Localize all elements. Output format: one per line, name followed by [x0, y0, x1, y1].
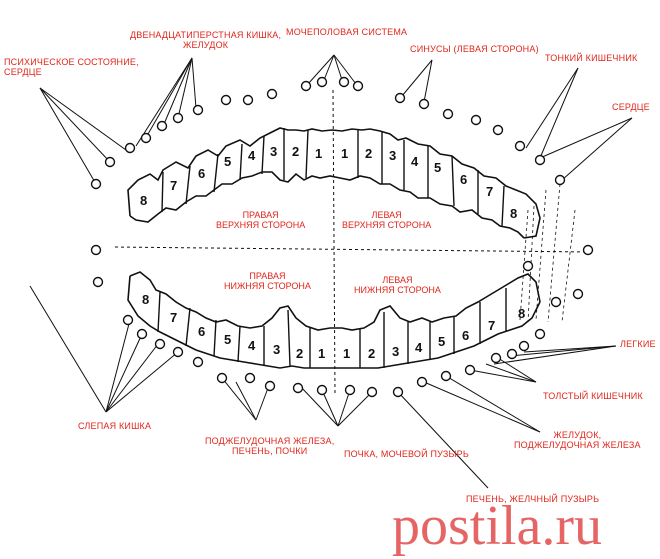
tooth-lr-1: 1 [318, 346, 325, 361]
label-liver-gallbladder: ПЕЧЕНЬ, ЖЕЛЧНЫЙ ПУЗЫРЬ [466, 494, 600, 504]
label-small-intestine: ТОНКИЙ КИШЕЧНИК [545, 53, 638, 63]
label-cecum: СЛЕПАЯ КИШКА [78, 421, 152, 431]
vertical-midline [332, 89, 336, 396]
label-heart: СЕРДЦЕ [612, 102, 650, 112]
tooth-lr-8: 8 [142, 292, 149, 307]
tooth-ll-4: 4 [415, 340, 423, 355]
quadrant-upper-right: ПРАВАЯ ВЕРХНЯЯ СТОРОНА [216, 210, 306, 230]
tooth-ur-2: 2 [292, 144, 299, 159]
quadrant-lower-right: ПРАВАЯ НИЖНЯЯ СТОРОНА [224, 271, 311, 291]
postila-watermark-logo: postila.ru [392, 496, 602, 556]
tooth-ul-5: 5 [434, 160, 441, 175]
upper-teeth-separators [161, 128, 505, 227]
tooth-ur-7: 7 [170, 178, 177, 193]
tooth-ll-1: 1 [343, 346, 350, 361]
tooth-ll-5: 5 [438, 334, 445, 349]
tooth-ur-6: 6 [198, 166, 205, 181]
label-pancreas-liver-kidneys: ПОДЖЕЛУДОЧНАЯ ЖЕЛЕЗА, ПЕЧЕНЬ, ПОЧКИ [205, 436, 335, 456]
tooth-ur-5: 5 [224, 154, 231, 169]
tooth-lr-3: 3 [273, 342, 280, 357]
label-stomach-pancreas: ЖЕЛУДОК, ПОДЖЕЛУДОЧНАЯ ЖЕЛЕЗА [514, 430, 641, 450]
tooth-lr-6: 6 [198, 324, 205, 339]
tooth-ur-8: 8 [140, 193, 147, 208]
tooth-lr-7: 7 [170, 310, 177, 325]
tooth-ur-3: 3 [270, 144, 277, 159]
tooth-lr-5: 5 [224, 332, 231, 347]
tooth-ll-2: 2 [368, 346, 375, 361]
upper-teeth-bottom [129, 171, 525, 239]
watermark-text: postila.ru [392, 496, 602, 556]
label-large-intestine: ТОЛСТЫЙ КИШЕЧНИК [543, 391, 643, 401]
tooth-ul-6: 6 [460, 172, 467, 187]
label-urogenital-system: МОЧЕПОЛОВАЯ СИСТЕМА [286, 27, 408, 37]
tooth-ll-8: 8 [518, 306, 525, 321]
label-kidney-bladder: ПОЧКА, МОЧЕВОЙ ПУЗЫРЬ [344, 449, 469, 459]
upper-teeth-numbers: 8 7 6 5 4 3 2 1 1 2 3 4 5 6 7 8 [140, 144, 517, 221]
tooth-ul-7: 7 [486, 184, 493, 199]
tooth-ur-4: 4 [248, 148, 256, 163]
tooth-ur-1: 1 [315, 146, 322, 161]
dotted-connectors [519, 183, 576, 323]
tooth-ul-4: 4 [411, 154, 419, 169]
tooth-ul-1: 1 [341, 146, 348, 161]
lower-teeth-bottom [127, 275, 541, 369]
marker-circles [90, 76, 594, 398]
leader-lines [29, 54, 633, 489]
lower-jaw-outline [129, 271, 541, 331]
lower-teeth-numbers: 8 7 6 5 4 3 2 1 1 2 3 4 5 6 7 8 [142, 292, 525, 361]
tooth-ll-7: 7 [488, 318, 495, 333]
upper-jaw-outline [127, 127, 541, 239]
lower-teeth-separators [157, 288, 507, 368]
tooth-lr-2: 2 [296, 346, 303, 361]
tooth-ul-8: 8 [510, 206, 517, 221]
label-sinuses-left: СИНУСЫ (ЛЕВАЯ СТОРОНА) [410, 44, 539, 54]
label-lungs: ЛЕГКИЕ [620, 339, 656, 349]
tooth-ul-3: 3 [389, 148, 396, 163]
quadrant-lower-left: ЛЕВАЯ НИЖНЯЯ СТОРОНА [354, 275, 441, 295]
horizontal-midline [114, 246, 591, 253]
tooth-lr-4: 4 [248, 338, 256, 353]
tooth-ll-3: 3 [392, 344, 399, 359]
tooth-ul-2: 2 [365, 146, 372, 161]
label-duodenum-stomach: ДВЕНАДЦАТИПЕРСТНАЯ КИШКА, ЖЕЛУДОК [130, 30, 282, 50]
label-psychic-heart: ПСИХИЧЕСКОЕ СОСТОЯНИЕ, СЕРДЦЕ [4, 57, 139, 77]
tooth-ll-6: 6 [462, 328, 469, 343]
quadrant-upper-left: ЛЕВАЯ ВЕРХНЯЯ СТОРОНА [342, 210, 432, 230]
